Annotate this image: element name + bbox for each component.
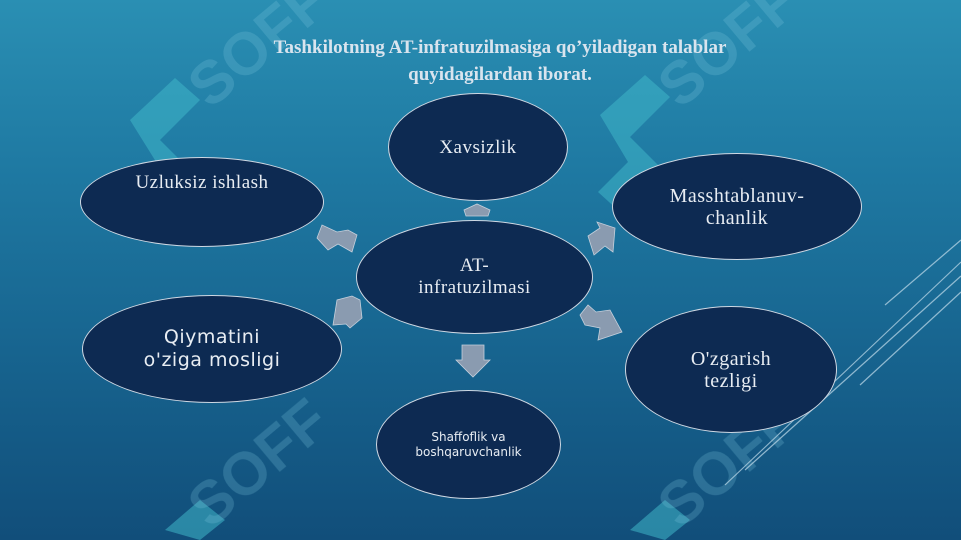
title-line-2: quyidagilardan iborat. [408,64,592,85]
arrow-to-bottom [455,344,491,378]
arrow-to-top-left [316,224,358,253]
node-left-label: Qiymatini o'ziga mosligi [143,326,281,371]
node-right: O'zgarish tezligi [625,306,837,433]
node-left: Qiymatini o'ziga mosligi [82,295,342,403]
node-top: Xavsizlik [388,93,568,201]
title-line-1: Tashkilotning AT-infratuzilmasiga qo’yil… [273,37,727,58]
node-top-right-label: Masshtablanuv-chanlik [669,184,805,229]
node-top-left-label: Uzluksiz ishlash [135,172,269,193]
decorative-lines [724,239,961,486]
node-top-label: Xavsizlik [439,137,517,158]
arrow-to-top [463,203,491,217]
node-bottom-label: Shaffoflik va boshqaruvchanlik [415,429,522,459]
arrow-to-top-right [587,221,616,256]
node-center: AT-infratuzilmasi [356,220,593,334]
node-bottom: Shaffoflik va boshqaruvchanlik [376,390,561,499]
arrow-to-right [579,304,623,341]
node-right-label: O'zgarish tezligi [690,347,772,392]
node-top-right: Masshtablanuv-chanlik [612,153,862,260]
node-center-label: AT-infratuzilmasi [418,255,531,298]
arrow-to-left [332,295,363,329]
slide-title: Tashkilotning AT-infratuzilmasiga qo’yil… [200,34,800,88]
node-top-left: Uzluksiz ishlash [80,157,324,247]
